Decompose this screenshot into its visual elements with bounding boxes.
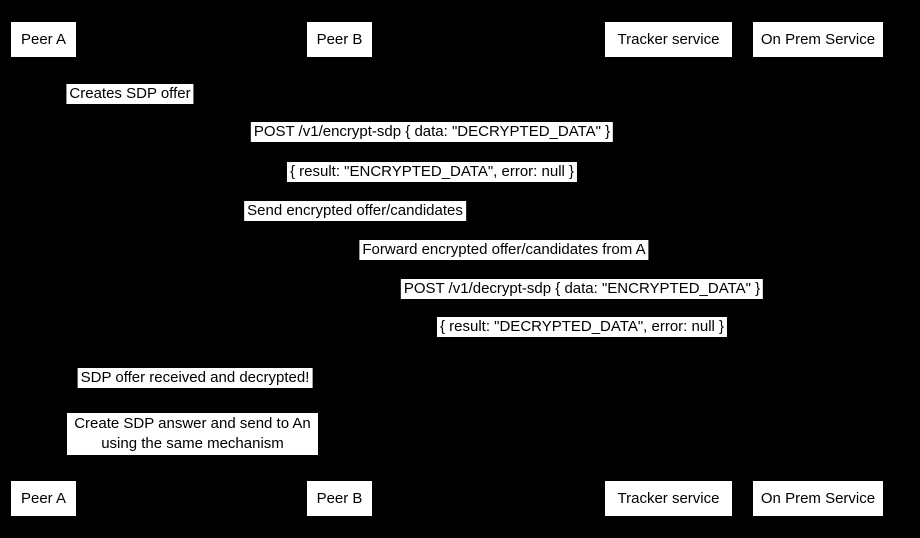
actor-tracker-service-top: Tracker service: [605, 22, 732, 57]
note-create-sdp-answer: Create SDP answer and send to An using t…: [67, 413, 318, 455]
lifeline-peer-b: [339, 57, 340, 481]
actor-tracker-service-bottom: Tracker service: [605, 481, 732, 516]
note-line-1: Create SDP answer and send to An: [74, 415, 311, 432]
message-forward-encrypted-offer: Forward encrypted offer/candidates from …: [359, 240, 649, 260]
message-sdp-offer-received: SDP offer received and decrypted!: [77, 368, 313, 388]
actor-on-prem-service-bottom: On Prem Service: [753, 481, 883, 516]
actor-peer-b-bottom: Peer B: [307, 481, 372, 516]
message-creates-sdp-offer: Creates SDP offer: [66, 84, 194, 104]
actor-peer-b-top: Peer B: [307, 22, 372, 57]
message-decrypt-result: { result: "DECRYPTED_DATA", error: null …: [436, 317, 728, 337]
actor-peer-a-bottom: Peer A: [11, 481, 76, 516]
message-post-decrypt-sdp: POST /v1/decrypt-sdp { data: "ENCRYPTED_…: [400, 279, 764, 299]
lifeline-peer-a: [43, 57, 44, 481]
lifeline-tracker-service: [668, 57, 669, 481]
message-post-encrypt-sdp: POST /v1/encrypt-sdp { data: "DECRYPTED_…: [250, 122, 614, 142]
message-send-encrypted-offer: Send encrypted offer/candidates: [244, 201, 466, 221]
actor-on-prem-service-top: On Prem Service: [753, 22, 883, 57]
actor-peer-a-top: Peer A: [11, 22, 76, 57]
message-encrypt-result: { result: "ENCRYPTED_DATA", error: null …: [286, 162, 578, 182]
note-line-2: using the same mechanism: [101, 435, 284, 452]
lifeline-on-prem-service: [817, 57, 818, 481]
